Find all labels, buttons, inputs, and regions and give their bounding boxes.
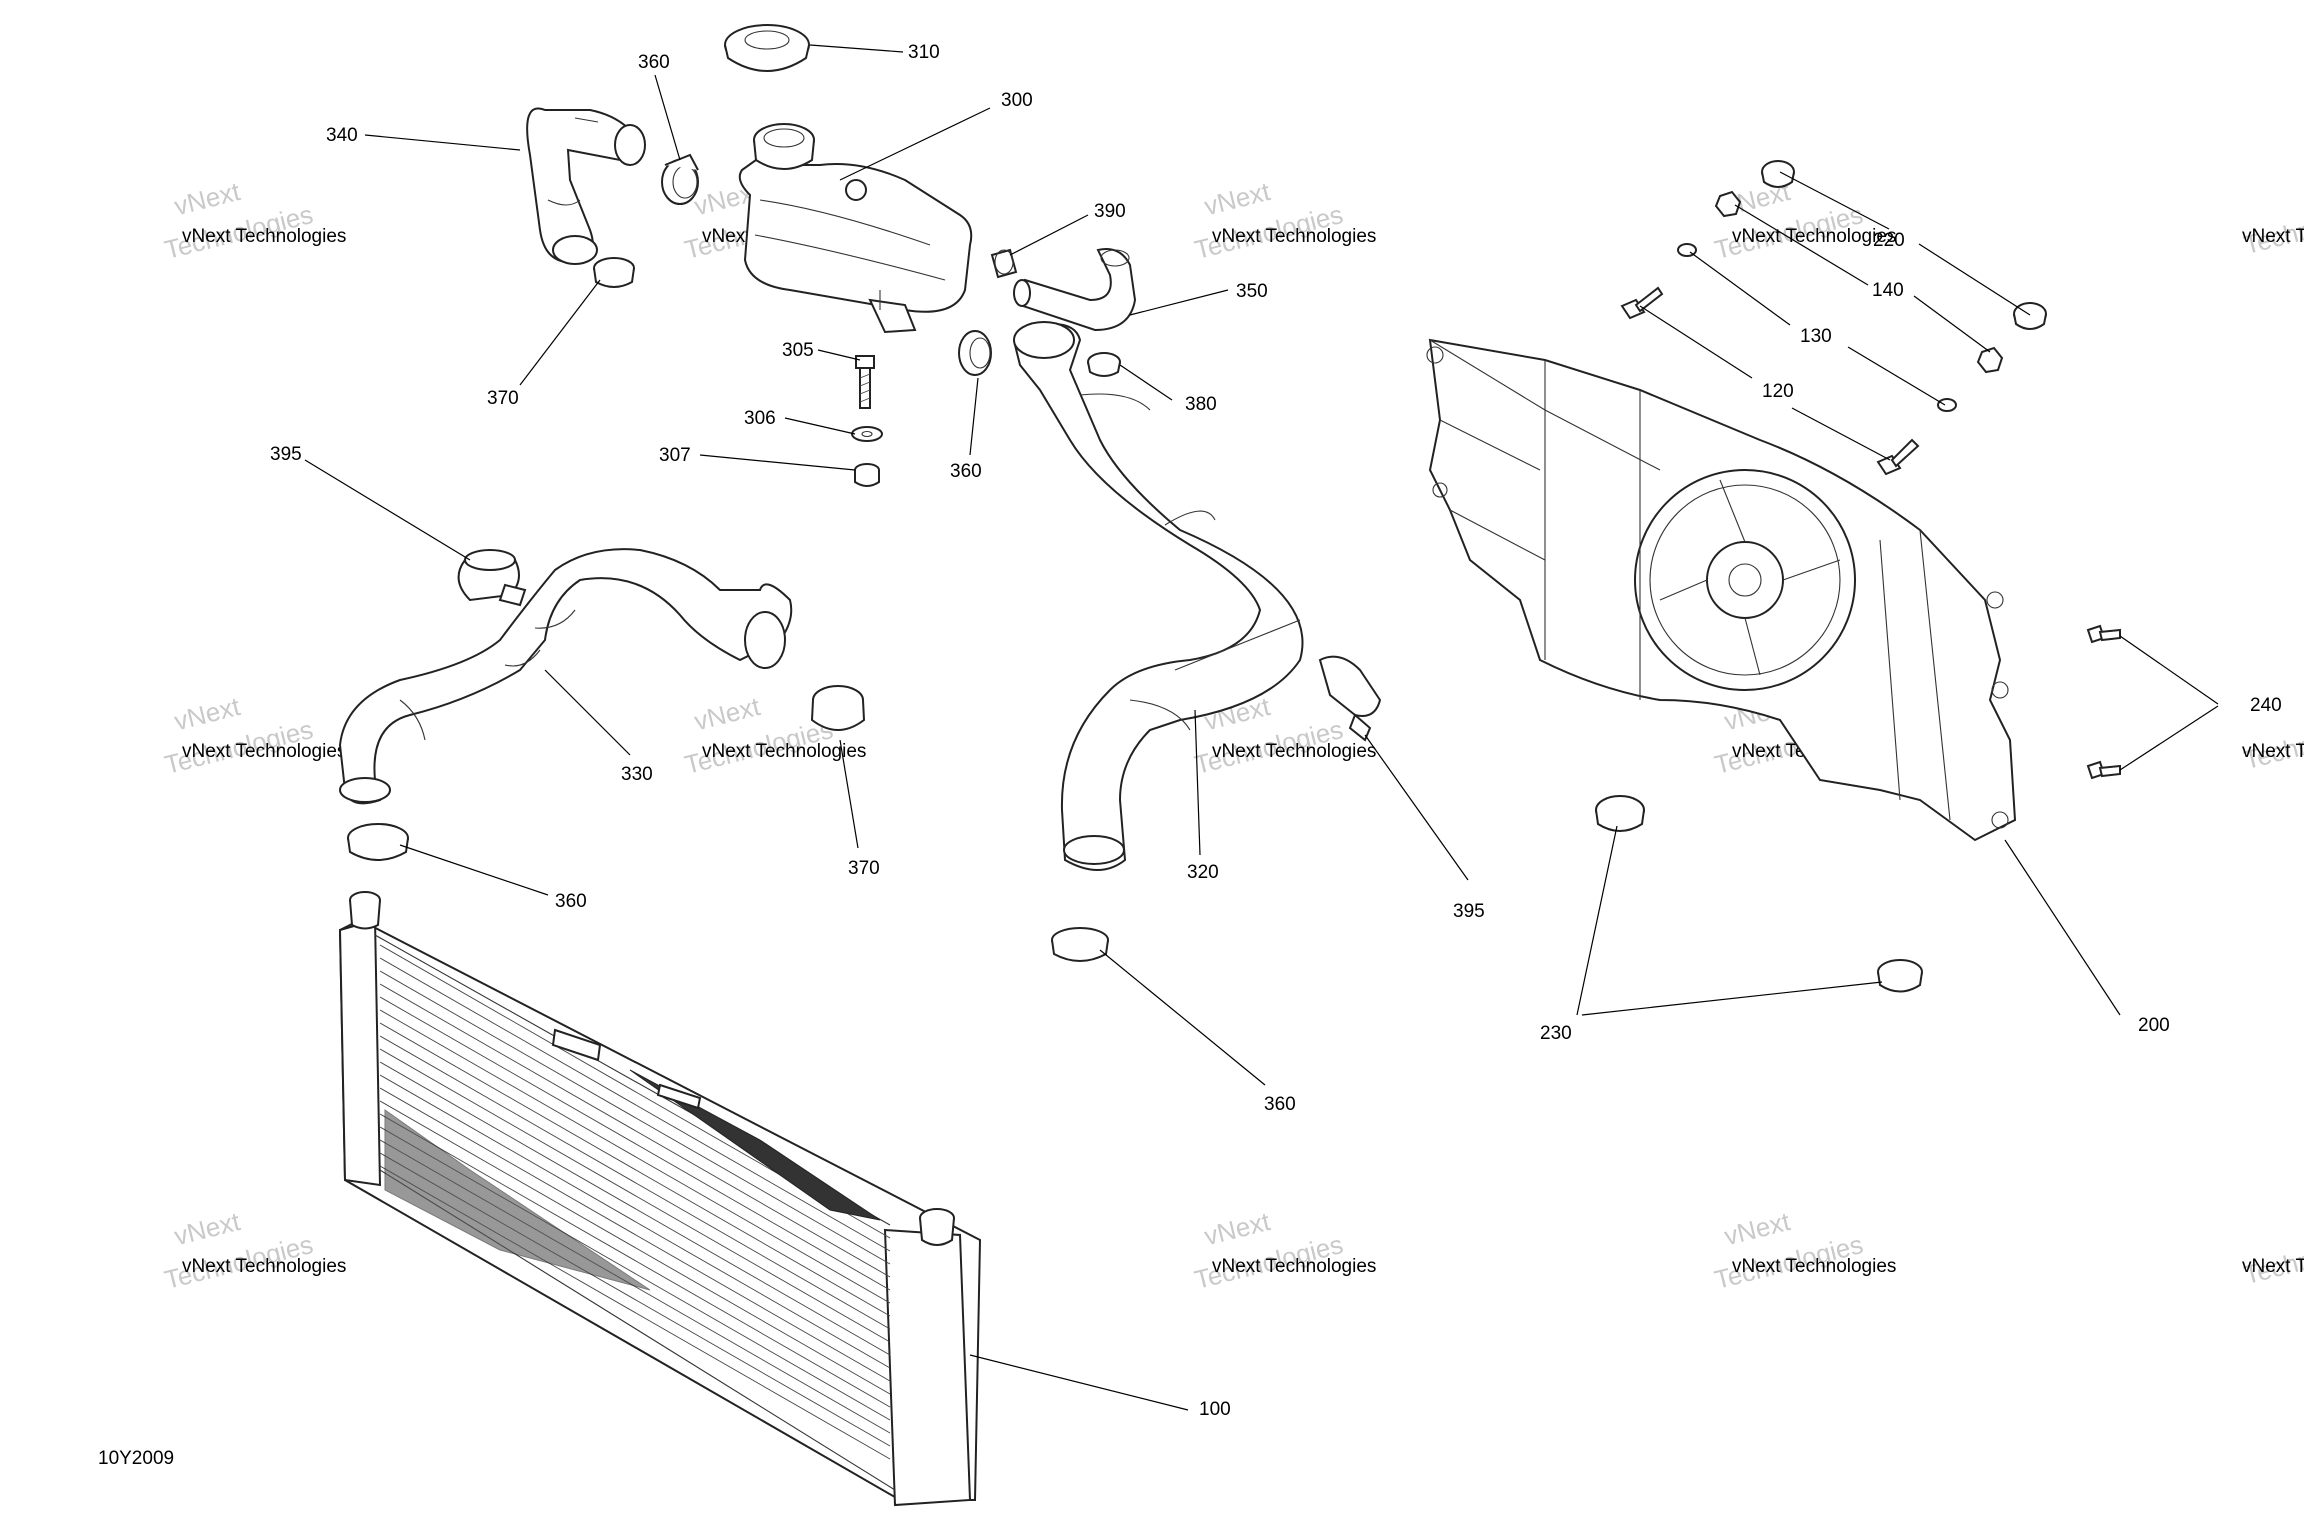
- callout-307: 307: [659, 445, 691, 466]
- watermark-text: vNext: [1721, 1206, 1793, 1251]
- callout-200: 200: [2138, 1015, 2170, 1036]
- watermark-text: vNext Technologies: [2242, 741, 2304, 762]
- watermark-text: vNext: [691, 691, 763, 736]
- part-230-grommet[interactable]: [1877, 959, 1923, 993]
- callout-395: 395: [270, 444, 302, 465]
- part-300-expansion-tank[interactable]: [738, 123, 973, 334]
- watermark-text: vNext: [171, 691, 243, 736]
- callout-395: 395: [1453, 901, 1485, 922]
- part-360-clamp[interactable]: [958, 330, 992, 376]
- callout-310: 310: [908, 42, 940, 63]
- watermark-text: vNext Technologies: [1212, 1256, 1376, 1277]
- part-360-clamp[interactable]: [347, 823, 409, 861]
- part-340-hose[interactable]: [526, 107, 646, 265]
- callout-370: 370: [487, 388, 519, 409]
- part-370-clamp[interactable]: [810, 685, 866, 731]
- callout-360: 360: [638, 52, 670, 73]
- part-305-screw[interactable]: [855, 355, 875, 409]
- callout-340: 340: [326, 125, 358, 146]
- part-380-clamp[interactable]: [1087, 352, 1121, 377]
- part-200-fan-shroud[interactable]: [1426, 338, 2017, 842]
- watermark-text: vNext Technologies: [2242, 226, 2304, 247]
- diagram-reference: 10Y2009: [98, 1448, 174, 1469]
- watermark-text: vNext Technologies: [702, 741, 866, 762]
- part-330-hose[interactable]: [338, 548, 793, 805]
- callout-370: 370: [848, 858, 880, 879]
- part-130-washer[interactable]: [1937, 398, 1957, 412]
- part-100-radiator[interactable]: [338, 891, 982, 1507]
- part-306-washer[interactable]: [851, 426, 883, 442]
- part-240-screw[interactable]: [2086, 760, 2121, 780]
- part-120-bolt[interactable]: [1876, 438, 1920, 476]
- callout-360: 360: [1264, 1094, 1296, 1115]
- callout-240: 240: [2250, 695, 2282, 716]
- part-310-pressure-cap[interactable]: [724, 24, 810, 72]
- watermark-text: vNext Technologies: [182, 226, 346, 247]
- watermark-text: vNext Technologies: [1732, 1256, 1896, 1277]
- part-370-clamp[interactable]: [593, 257, 635, 288]
- part-220-grommet[interactable]: [2013, 302, 2047, 330]
- part-307-nut[interactable]: [854, 463, 880, 487]
- callout-300: 300: [1001, 90, 1033, 111]
- part-360-clamp[interactable]: [1051, 927, 1109, 962]
- watermark-text: vNext Technologies: [2242, 1256, 2304, 1277]
- watermark-text: vNext Technologies: [182, 1256, 346, 1277]
- radiator-core-fins: [379, 944, 891, 1460]
- part-220-grommet[interactable]: [1761, 160, 1795, 188]
- watermark-text: vNext Technologies: [1212, 226, 1376, 247]
- watermark-text: vNext: [1201, 176, 1273, 221]
- callout-306: 306: [744, 408, 776, 429]
- part-120-bolt[interactable]: [1620, 286, 1664, 320]
- callout-390: 390: [1094, 201, 1126, 222]
- leader-lines: [304, 44, 2219, 1411]
- part-395-clamp[interactable]: [457, 549, 527, 607]
- watermark-text: vNext Technologies: [182, 741, 346, 762]
- callout-360: 360: [950, 461, 982, 482]
- part-360-clamp[interactable]: [661, 153, 699, 205]
- watermark-text: vNext: [171, 1206, 243, 1251]
- callout-220: 220: [1873, 230, 1905, 251]
- part-350-small-hose[interactable]: [1013, 248, 1137, 332]
- callout-350: 350: [1236, 281, 1268, 302]
- callout-380: 380: [1185, 394, 1217, 415]
- callout-140: 140: [1872, 280, 1904, 301]
- callout-230: 230: [1540, 1023, 1572, 1044]
- callout-330: 330: [621, 764, 653, 785]
- watermark-text: vNext: [171, 176, 243, 221]
- callout-labels: 310 300 340 360 390 350 380 370 305 306 …: [270, 42, 2282, 1420]
- part-390-cap[interactable]: [990, 248, 1018, 279]
- part-230-grommet[interactable]: [1595, 795, 1645, 832]
- callout-130: 130: [1800, 326, 1832, 347]
- watermark-text: vNext: [1201, 1206, 1273, 1251]
- part-395-clamp[interactable]: [1318, 655, 1382, 742]
- part-320-long-hose[interactable]: [1013, 321, 1304, 871]
- watermark-text: vNext Technologies: [1212, 741, 1376, 762]
- callout-120: 120: [1762, 381, 1794, 402]
- callout-360: 360: [555, 891, 587, 912]
- callout-305: 305: [782, 340, 814, 361]
- watermark-text: vNext Technologies: [1732, 226, 1896, 247]
- part-140-nut[interactable]: [1976, 346, 2004, 374]
- callout-100: 100: [1199, 1399, 1231, 1420]
- part-140-nut[interactable]: [1714, 190, 1742, 218]
- part-240-screw[interactable]: [2086, 624, 2121, 644]
- callout-320: 320: [1187, 862, 1219, 883]
